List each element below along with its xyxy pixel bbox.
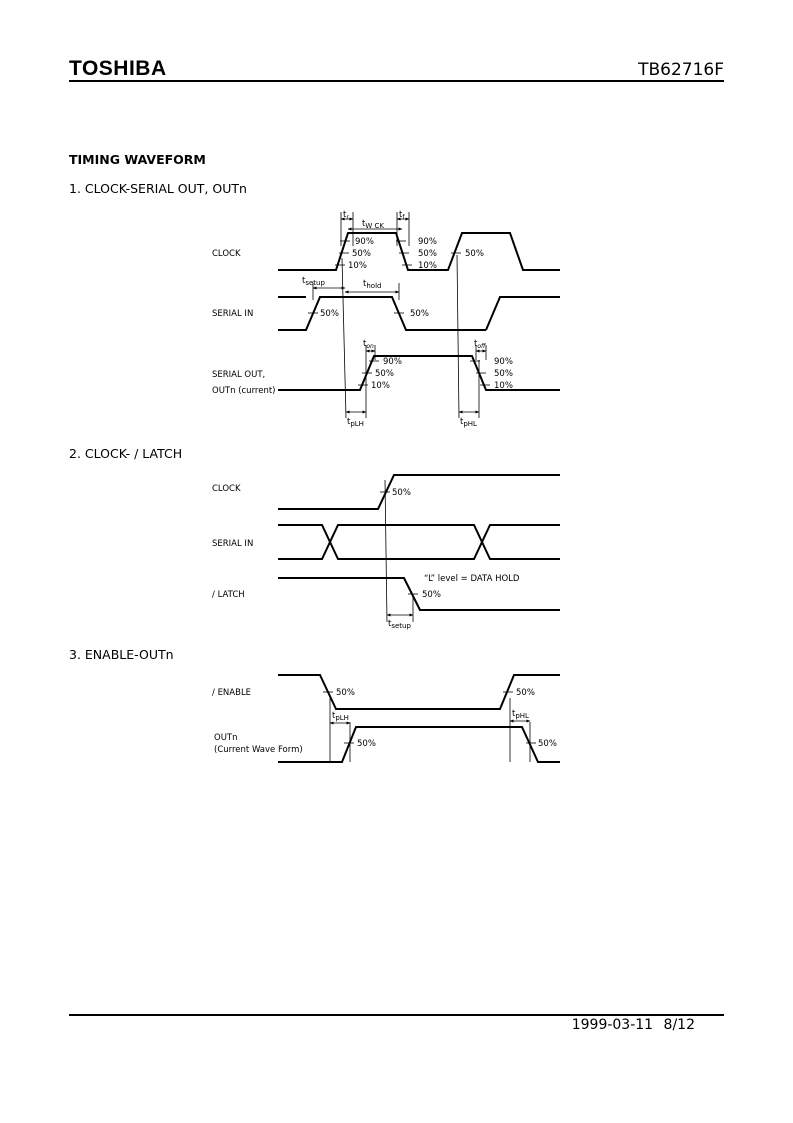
latch-note: “L” level = DATA HOLD (424, 574, 520, 584)
serial-out-fall-10: 10% (494, 381, 513, 391)
serial-out-rise-90: 90% (383, 357, 402, 367)
clock2-50: 50% (392, 488, 411, 498)
clock-fall-50: 50% (418, 249, 437, 259)
diagram-clock-latch: CLOCK SERIAL IN / LATCH 50% 50% “L” leve… (212, 474, 560, 630)
serial-out-rise-50: 50% (375, 369, 394, 379)
label-clock-2: CLOCK (212, 484, 241, 494)
header-rule (69, 80, 724, 82)
label-serial-in-2: SERIAL IN (212, 539, 253, 549)
t-plh-enable-label: tpLH (332, 711, 349, 722)
diagram-clock-serial-out: CLOCK SERIAL IN SERIAL OUT, OUTn (curren… (212, 210, 560, 428)
clock-rise-10: 10% (348, 261, 367, 271)
section-2-title: 2. CLOCK- / LATCH (69, 446, 183, 461)
section-1-title: 1. CLOCK-SERIAL OUT, OUTn (69, 181, 247, 196)
footer-date: 1999-03-11 (571, 1017, 654, 1033)
t-on-label: ton (363, 339, 374, 350)
serial-in-waveform-c (485, 296, 560, 331)
label-outn: OUTn (214, 733, 238, 743)
enable-fall-50: 50% (336, 688, 355, 698)
label-enable: / ENABLE (212, 688, 251, 698)
label-serial-out: SERIAL OUT, (212, 370, 265, 380)
outn-waveform (278, 726, 560, 763)
part-number: TB62716F (638, 60, 724, 80)
t-wck-label: tW CK (362, 219, 384, 230)
clock-rise-50: 50% (352, 249, 371, 259)
t-hold-label: thold (363, 279, 381, 290)
page-heading: TIMING WAVEFORM (69, 152, 206, 167)
toshiba-logo: TOSHIBA (69, 57, 167, 80)
t-rise-label: tr (343, 210, 349, 221)
t-setup-label: tsetup (302, 276, 325, 287)
clock-second-50: 50% (465, 249, 484, 259)
serial-out-fall-90: 90% (494, 357, 513, 367)
footer-rule (69, 1014, 724, 1016)
serial-in-upper (278, 524, 560, 560)
clock-rise-90: 90% (355, 237, 374, 247)
serial-out-fall-50: 50% (494, 369, 513, 379)
enable-rise-50: 50% (516, 688, 535, 698)
footer: 1999-03-11 8/12 (572, 1017, 695, 1033)
t-fall-label: tf (399, 210, 405, 221)
t-setup-latch-label: tsetup (388, 619, 411, 630)
serial-in-lower (278, 524, 560, 560)
label-outn-current: OUTn (current) (212, 386, 276, 396)
serial-in-waveform-a (278, 296, 486, 331)
t-phl-enable-label: tpHL (512, 709, 529, 720)
outn-fall-50: 50% (538, 739, 557, 749)
serial-in-fall-50: 50% (410, 309, 429, 319)
label-latch: / LATCH (212, 590, 245, 600)
outn-rise-50: 50% (357, 739, 376, 749)
serial-in-rise-50: 50% (320, 309, 339, 319)
latch-50: 50% (422, 590, 441, 600)
t-off-label: toff (474, 339, 486, 350)
footer-page: 8/12 (663, 1017, 695, 1033)
clock-waveform-2 (278, 474, 560, 510)
label-clock: CLOCK (212, 249, 241, 259)
diagram-enable-outn: / ENABLE OUTn (Current Wave Form) 50% 50… (212, 674, 560, 763)
enable-waveform (278, 674, 560, 710)
section-3-title: 3. ENABLE-OUTn (69, 647, 174, 662)
clock-fall-90: 90% (418, 237, 437, 247)
label-serial-in: SERIAL IN (212, 309, 253, 319)
clock-fall-10: 10% (418, 261, 437, 271)
label-outn-current-wave: (Current Wave Form) (214, 745, 303, 755)
t-plh-label: tpLH (347, 417, 364, 428)
serial-out-rise-10: 10% (371, 381, 390, 391)
clock-waveform (278, 232, 560, 271)
serial-out-waveform (278, 355, 560, 391)
t-phl-label: tpHL (460, 417, 477, 428)
